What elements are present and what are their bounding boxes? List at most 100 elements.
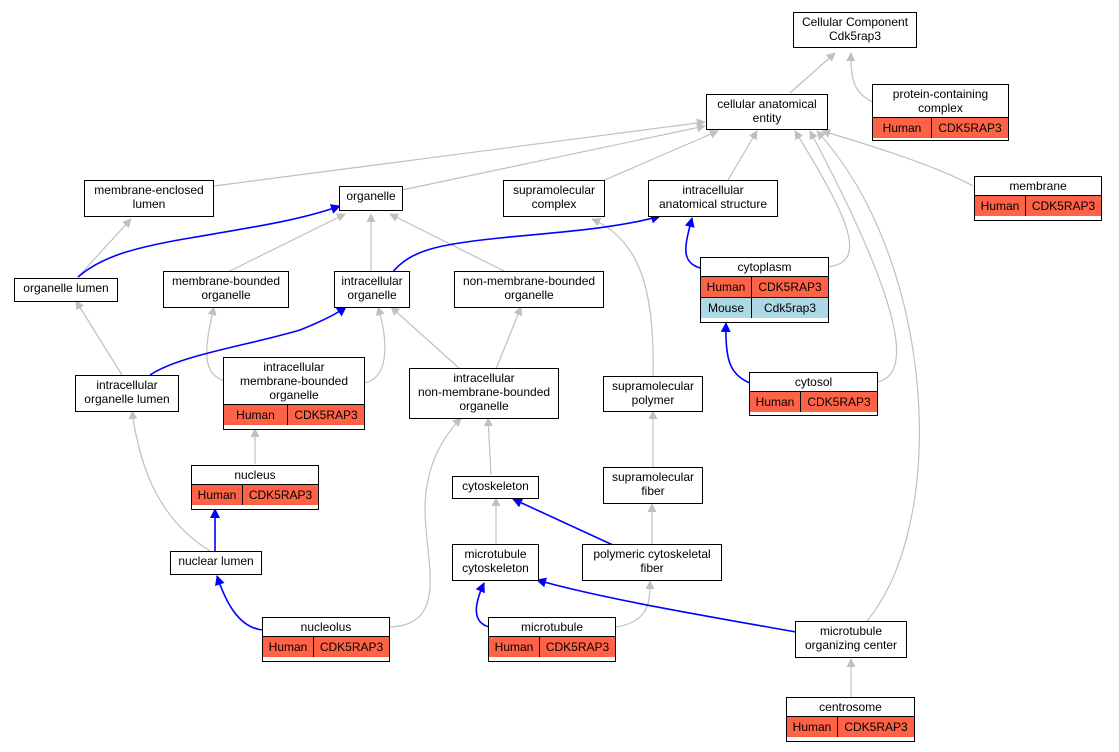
- edge-pcc-to-root: [846, 52, 876, 104]
- edge-iol-to-ol: [75, 300, 123, 376]
- gene-cell: CDK5RAP3: [287, 405, 364, 425]
- edge-cytosol-partof-cytoplasm: [720, 322, 751, 384]
- term-label: microtubule cytoskeleton: [462, 547, 529, 575]
- species-cell: Human: [975, 196, 1025, 216]
- term-label: microtubule organizing center: [804, 624, 898, 652]
- term-non-membrane-bounded-organelle[interactable]: non-membrane-bounded organelle: [454, 271, 604, 308]
- term-label: cytoplasm: [737, 260, 792, 274]
- term-intracellular-non-membrane-bounded-organelle[interactable]: intracellular non-membrane-bounded organ…: [409, 368, 559, 419]
- edge-mtoc-to-cae: [816, 130, 920, 622]
- species-cell: Human: [489, 637, 539, 657]
- edge-organelle-to-cae: [401, 123, 706, 191]
- term-label: polymeric cytoskeletal fiber: [593, 547, 711, 575]
- species-cell: Human: [224, 405, 287, 425]
- term-intracellular-organelle[interactable]: intracellular organelle: [334, 271, 410, 308]
- annotation-row: Human CDK5RAP3: [975, 195, 1101, 216]
- species-cell: Human: [192, 485, 242, 505]
- term-label: nucleus: [234, 468, 276, 482]
- species-cell: Human: [701, 277, 751, 297]
- edge-mtoc-partof-mtc: [536, 577, 797, 633]
- edge-pcf-partof-cytoskeleton: [512, 498, 616, 547]
- term-label: cytosol: [794, 375, 833, 389]
- term-organelle-lumen[interactable]: organelle lumen: [14, 278, 118, 302]
- edge-inmbo-to-io: [390, 306, 461, 370]
- term-organelle[interactable]: organelle: [339, 186, 403, 211]
- term-root[interactable]: Cellular Component Cdk5rap3: [793, 12, 917, 48]
- edge-cytoplasm-to-cae: [794, 130, 851, 268]
- term-label: membrane: [1009, 179, 1067, 193]
- gene-cell: Cdk5rap3: [751, 298, 828, 318]
- term-supramolecular-complex[interactable]: supramolecular complex: [503, 180, 605, 217]
- term-membrane-bounded-organelle[interactable]: membrane-bounded organelle: [163, 271, 289, 308]
- gene-cell: CDK5RAP3: [313, 637, 389, 657]
- term-label: intracellular anatomical structure: [658, 183, 768, 211]
- term-label: non-membrane-bounded organelle: [462, 274, 596, 302]
- term-nucleolus[interactable]: nucleolus Human CDK5RAP3: [262, 617, 390, 662]
- gene-cell: CDK5RAP3: [539, 637, 615, 657]
- term-microtubule-cytoskeleton[interactable]: microtubule cytoskeleton: [452, 544, 539, 581]
- term-label: supramolecular complex: [512, 183, 596, 211]
- term-centrosome[interactable]: centrosome Human CDK5RAP3: [786, 697, 915, 742]
- edge-ol-partof-organelle: [77, 204, 341, 278]
- edge-microtubule-partof-mtc: [475, 582, 490, 628]
- edge-mel-to-cae: [213, 118, 706, 187]
- term-protein-containing-complex[interactable]: protein-containing complex Human CDK5RAP…: [872, 84, 1009, 141]
- annotation-row: Human CDK5RAP3: [263, 636, 389, 657]
- term-intracellular-membrane-bounded-organelle[interactable]: intracellular membrane-bounded organelle…: [223, 357, 365, 430]
- edge-sp-to-smc: [591, 218, 654, 377]
- term-intracellular-organelle-lumen[interactable]: intracellular organelle lumen: [75, 375, 179, 412]
- term-polymeric-cytoskeletal-fiber[interactable]: polymeric cytoskeletal fiber: [582, 544, 722, 581]
- gene-cell: CDK5RAP3: [800, 392, 877, 412]
- term-cytoskeleton[interactable]: cytoskeleton: [452, 476, 539, 499]
- species-cell: Human: [750, 392, 800, 412]
- edge-microtubule-to-pcf: [615, 580, 655, 628]
- annotation-row: Human CDK5RAP3: [224, 404, 364, 425]
- term-nuclear-lumen[interactable]: nuclear lumen: [170, 551, 262, 575]
- term-label: intracellular organelle: [341, 274, 403, 302]
- term-membrane[interactable]: membrane Human CDK5RAP3: [974, 176, 1102, 221]
- gene-cell: CDK5RAP3: [931, 118, 1008, 138]
- species-cell: Human: [873, 118, 931, 138]
- term-label: cellular anatomical entity: [717, 97, 817, 125]
- term-label: nuclear lumen: [178, 554, 254, 568]
- term-microtubule[interactable]: microtubule Human CDK5RAP3: [488, 617, 616, 662]
- term-label: supramolecular polymer: [611, 379, 695, 407]
- term-cellular-anatomical-entity[interactable]: cellular anatomical entity: [706, 94, 828, 130]
- term-cytoplasm[interactable]: cytoplasm Human CDK5RAP3 Mouse Cdk5rap3: [700, 257, 829, 323]
- term-label: Cellular Component Cdk5rap3: [801, 15, 909, 43]
- annotation-row: Human CDK5RAP3: [750, 391, 877, 412]
- species-cell: Human: [263, 637, 313, 657]
- annotation-row: Human CDK5RAP3: [489, 636, 615, 657]
- term-label: intracellular membrane-bounded organelle: [239, 360, 349, 402]
- term-nucleus[interactable]: nucleus Human CDK5RAP3: [191, 465, 319, 510]
- term-supramolecular-fiber[interactable]: supramolecular fiber: [603, 467, 703, 504]
- gene-cell: CDK5RAP3: [1025, 196, 1101, 216]
- term-label: membrane-bounded organelle: [171, 274, 281, 302]
- annotation-row: Human CDK5RAP3: [787, 716, 914, 737]
- term-label: organelle lumen: [23, 281, 109, 295]
- edge-membrane-to-cae: [821, 128, 974, 187]
- edge-nmbo-to-organelle: [389, 213, 509, 274]
- term-label: organelle: [346, 189, 396, 203]
- annotation-row: Human CDK5RAP3: [873, 117, 1008, 138]
- term-supramolecular-polymer[interactable]: supramolecular polymer: [603, 376, 703, 412]
- edge-ol-to-mel: [77, 218, 132, 278]
- edge-cytoskeleton-to-inmbo: [483, 417, 493, 476]
- annotation-row: Human CDK5RAP3: [192, 484, 318, 505]
- edge-cytoplasm-partof-ias: [684, 217, 701, 269]
- edge-inmbo-to-nmbo: [495, 306, 523, 370]
- term-label: supramolecular fiber: [611, 470, 695, 498]
- term-intracellular-anatomical-structure[interactable]: intracellular anatomical structure: [648, 180, 778, 217]
- term-label: centrosome: [819, 700, 882, 714]
- annotation-row-mouse: Mouse Cdk5rap3: [701, 297, 828, 318]
- gene-cell: CDK5RAP3: [837, 717, 914, 737]
- edge-ias-to-cae: [727, 130, 758, 181]
- term-membrane-enclosed-lumen[interactable]: membrane-enclosed lumen: [84, 180, 214, 217]
- term-microtubule-organizing-center[interactable]: microtubule organizing center: [795, 621, 907, 658]
- edge-nl-to-iol: [128, 410, 211, 552]
- edge-imbo-to-io: [363, 306, 386, 384]
- species-cell: Human: [787, 717, 837, 737]
- term-cytosol[interactable]: cytosol Human CDK5RAP3: [749, 372, 878, 416]
